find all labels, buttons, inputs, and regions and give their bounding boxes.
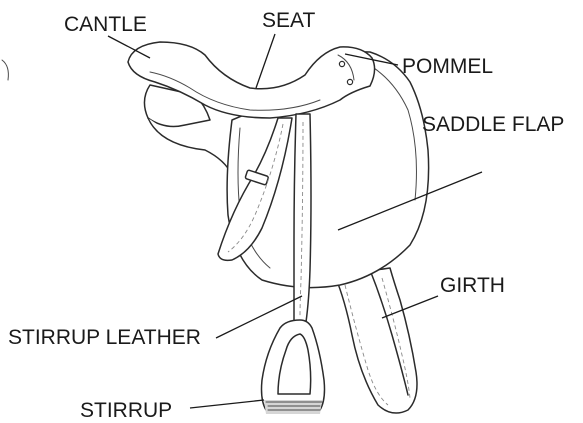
label-pommel: POMMEL — [402, 55, 493, 78]
girth-drawing — [335, 268, 417, 413]
label-cantle: CANTLE — [64, 13, 147, 36]
label-girth: GIRTH — [440, 274, 505, 297]
label-saddle-flap: SADDLE FLAP — [422, 113, 564, 136]
label-stirrup: STIRRUP — [80, 399, 172, 422]
label-seat: SEAT — [262, 9, 315, 32]
leader-seat — [256, 34, 275, 88]
label-stirrup-leather: STIRRUP LEATHER — [8, 326, 201, 349]
leader-stirrup — [190, 400, 264, 408]
edge-fragment — [2, 60, 8, 80]
stirrup-drawing — [262, 320, 325, 414]
